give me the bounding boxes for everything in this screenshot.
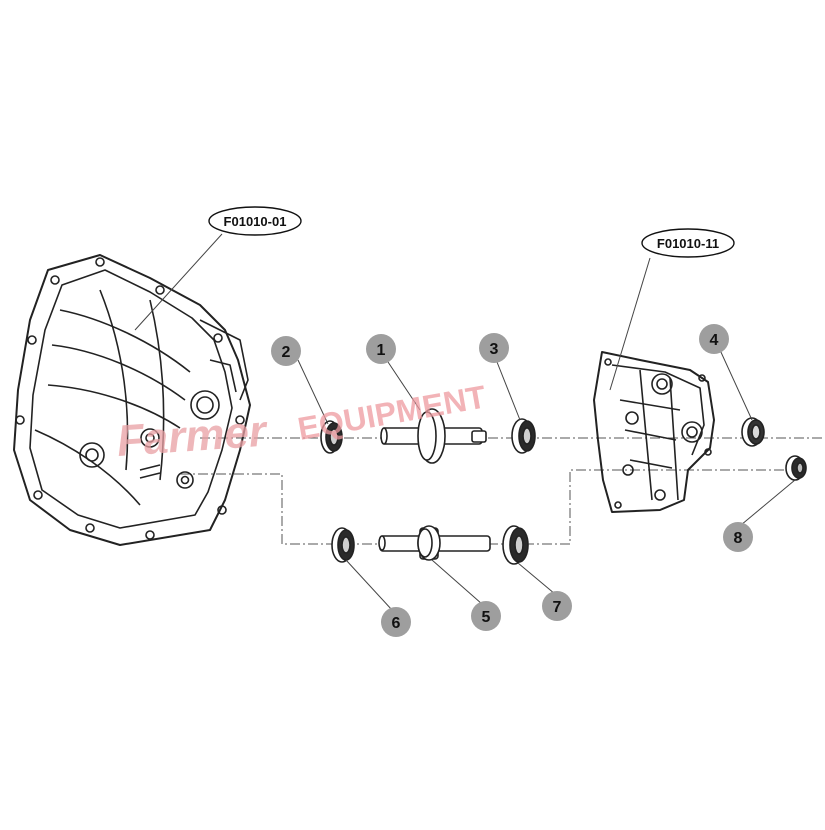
- callout-f01010-11: F01010-11: [641, 228, 735, 258]
- badge-part-8: 8: [723, 522, 753, 552]
- callout-label: F01010-11: [657, 236, 719, 251]
- badge-part-5: 5: [471, 601, 501, 631]
- leader-lines: [134, 233, 796, 611]
- badge-part-6: 6: [381, 607, 411, 637]
- badge-number: 1: [377, 342, 386, 359]
- callout-label: F01010-01: [224, 214, 287, 229]
- bearing-part-6: [331, 527, 355, 563]
- badge-number: 5: [482, 609, 491, 626]
- badge-part-1: 1: [366, 334, 396, 364]
- seal-part-4: [741, 417, 765, 447]
- badge-number: 6: [392, 615, 401, 632]
- cap-part-8: [785, 455, 807, 481]
- badge-part-4: 4: [699, 324, 729, 354]
- lower-axis-line: [180, 469, 790, 545]
- badge-number: 7: [553, 599, 562, 616]
- callout-f01010-01: F01010-01: [208, 206, 302, 236]
- badge-part-2: 2: [271, 336, 301, 366]
- right-transmission-housing: [593, 351, 715, 513]
- bearing-part-2: [320, 420, 343, 454]
- badge-part-7: 7: [542, 591, 572, 621]
- bearing-part-7: [502, 525, 529, 565]
- watermark-brand: Farmer: [115, 406, 270, 465]
- badge-number: 3: [490, 341, 499, 358]
- badge-number: 2: [282, 344, 291, 361]
- badge-part-3: 3: [479, 333, 509, 363]
- shaft-part-1: [380, 408, 487, 464]
- shaft-part-5: [378, 525, 491, 561]
- bearing-part-3: [511, 418, 536, 454]
- badge-number: 4: [710, 332, 719, 349]
- left-transmission-housing: [13, 254, 251, 546]
- badge-number: 8: [734, 530, 743, 547]
